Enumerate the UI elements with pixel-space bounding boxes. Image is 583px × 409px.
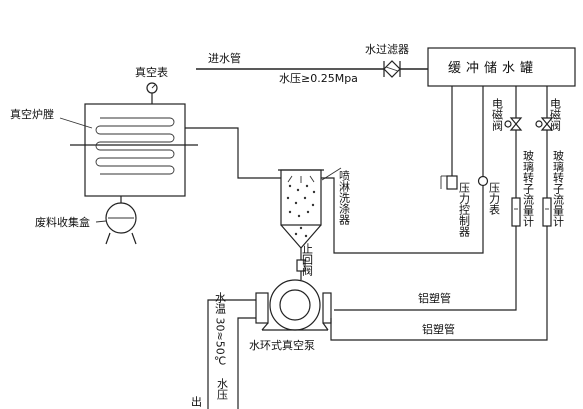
pressure-gauge-label: 压力表 xyxy=(488,182,501,216)
inlet-pipe-label: 进水管 xyxy=(208,51,241,65)
buffer-tank xyxy=(427,47,576,87)
rotameter-1 xyxy=(511,197,521,227)
liquid-ring-pump-label: 水环式真空泵 xyxy=(249,338,315,352)
pressure-controller xyxy=(440,86,458,190)
solenoid-valve-1 xyxy=(504,86,523,198)
solenoid-valve-1-label: 电磁阀 xyxy=(491,98,504,132)
waste-collection-box xyxy=(105,196,137,245)
buffer-tank-label: 缓冲储水罐 xyxy=(448,61,538,76)
water-temp-label: 水温 30≈50℃ xyxy=(214,292,227,368)
vacuum-furnace-label: 真空炉膛 xyxy=(10,107,54,121)
pump-water-line xyxy=(237,317,256,409)
water-filter-symbol xyxy=(383,60,401,78)
water-pressure-label: 水压≥0.25Mpa xyxy=(279,72,358,85)
vacuum-gauge xyxy=(146,82,158,104)
alu-plastic-pipe-2 xyxy=(330,226,548,341)
solenoid-valve-2-label: 电磁阀 xyxy=(549,98,562,132)
water-pressure-bottom-label: 水压 xyxy=(216,378,229,401)
gas-line xyxy=(185,127,282,179)
check-valve-label: 止回阀 xyxy=(301,243,314,277)
pump-exhaust-line xyxy=(207,299,256,409)
alu-plastic-pipe-1-label: 铝塑管 xyxy=(418,291,451,305)
solenoid-valve-2 xyxy=(535,86,554,198)
spray-water-line xyxy=(321,177,484,254)
cut-off-label: 出 xyxy=(190,395,203,407)
check-valve xyxy=(296,248,306,280)
alu-plastic-pipe-2-label: 铝塑管 xyxy=(422,322,455,336)
rotameter-2-label: 玻璃转子流量计 xyxy=(552,150,565,228)
vacuum-gauge-label: 真空表 xyxy=(135,65,168,79)
water-filter-label: 水过滤器 xyxy=(365,43,409,56)
rotameter-2 xyxy=(542,197,552,227)
alu-plastic-pipe-1 xyxy=(334,226,517,311)
pressure-gauge xyxy=(477,86,489,187)
pressure-controller-label: 压力控制器 xyxy=(458,182,471,238)
vacuum-furnace xyxy=(70,103,198,197)
spray-scrubber xyxy=(278,169,324,249)
spray-scrubber-label: 喷淋洗涤器 xyxy=(338,170,351,226)
rotameter-1-label: 玻璃转子流量计 xyxy=(522,150,535,228)
waste-box-label: 废料收集盒 xyxy=(35,215,90,229)
liquid-ring-vacuum-pump xyxy=(255,279,332,331)
